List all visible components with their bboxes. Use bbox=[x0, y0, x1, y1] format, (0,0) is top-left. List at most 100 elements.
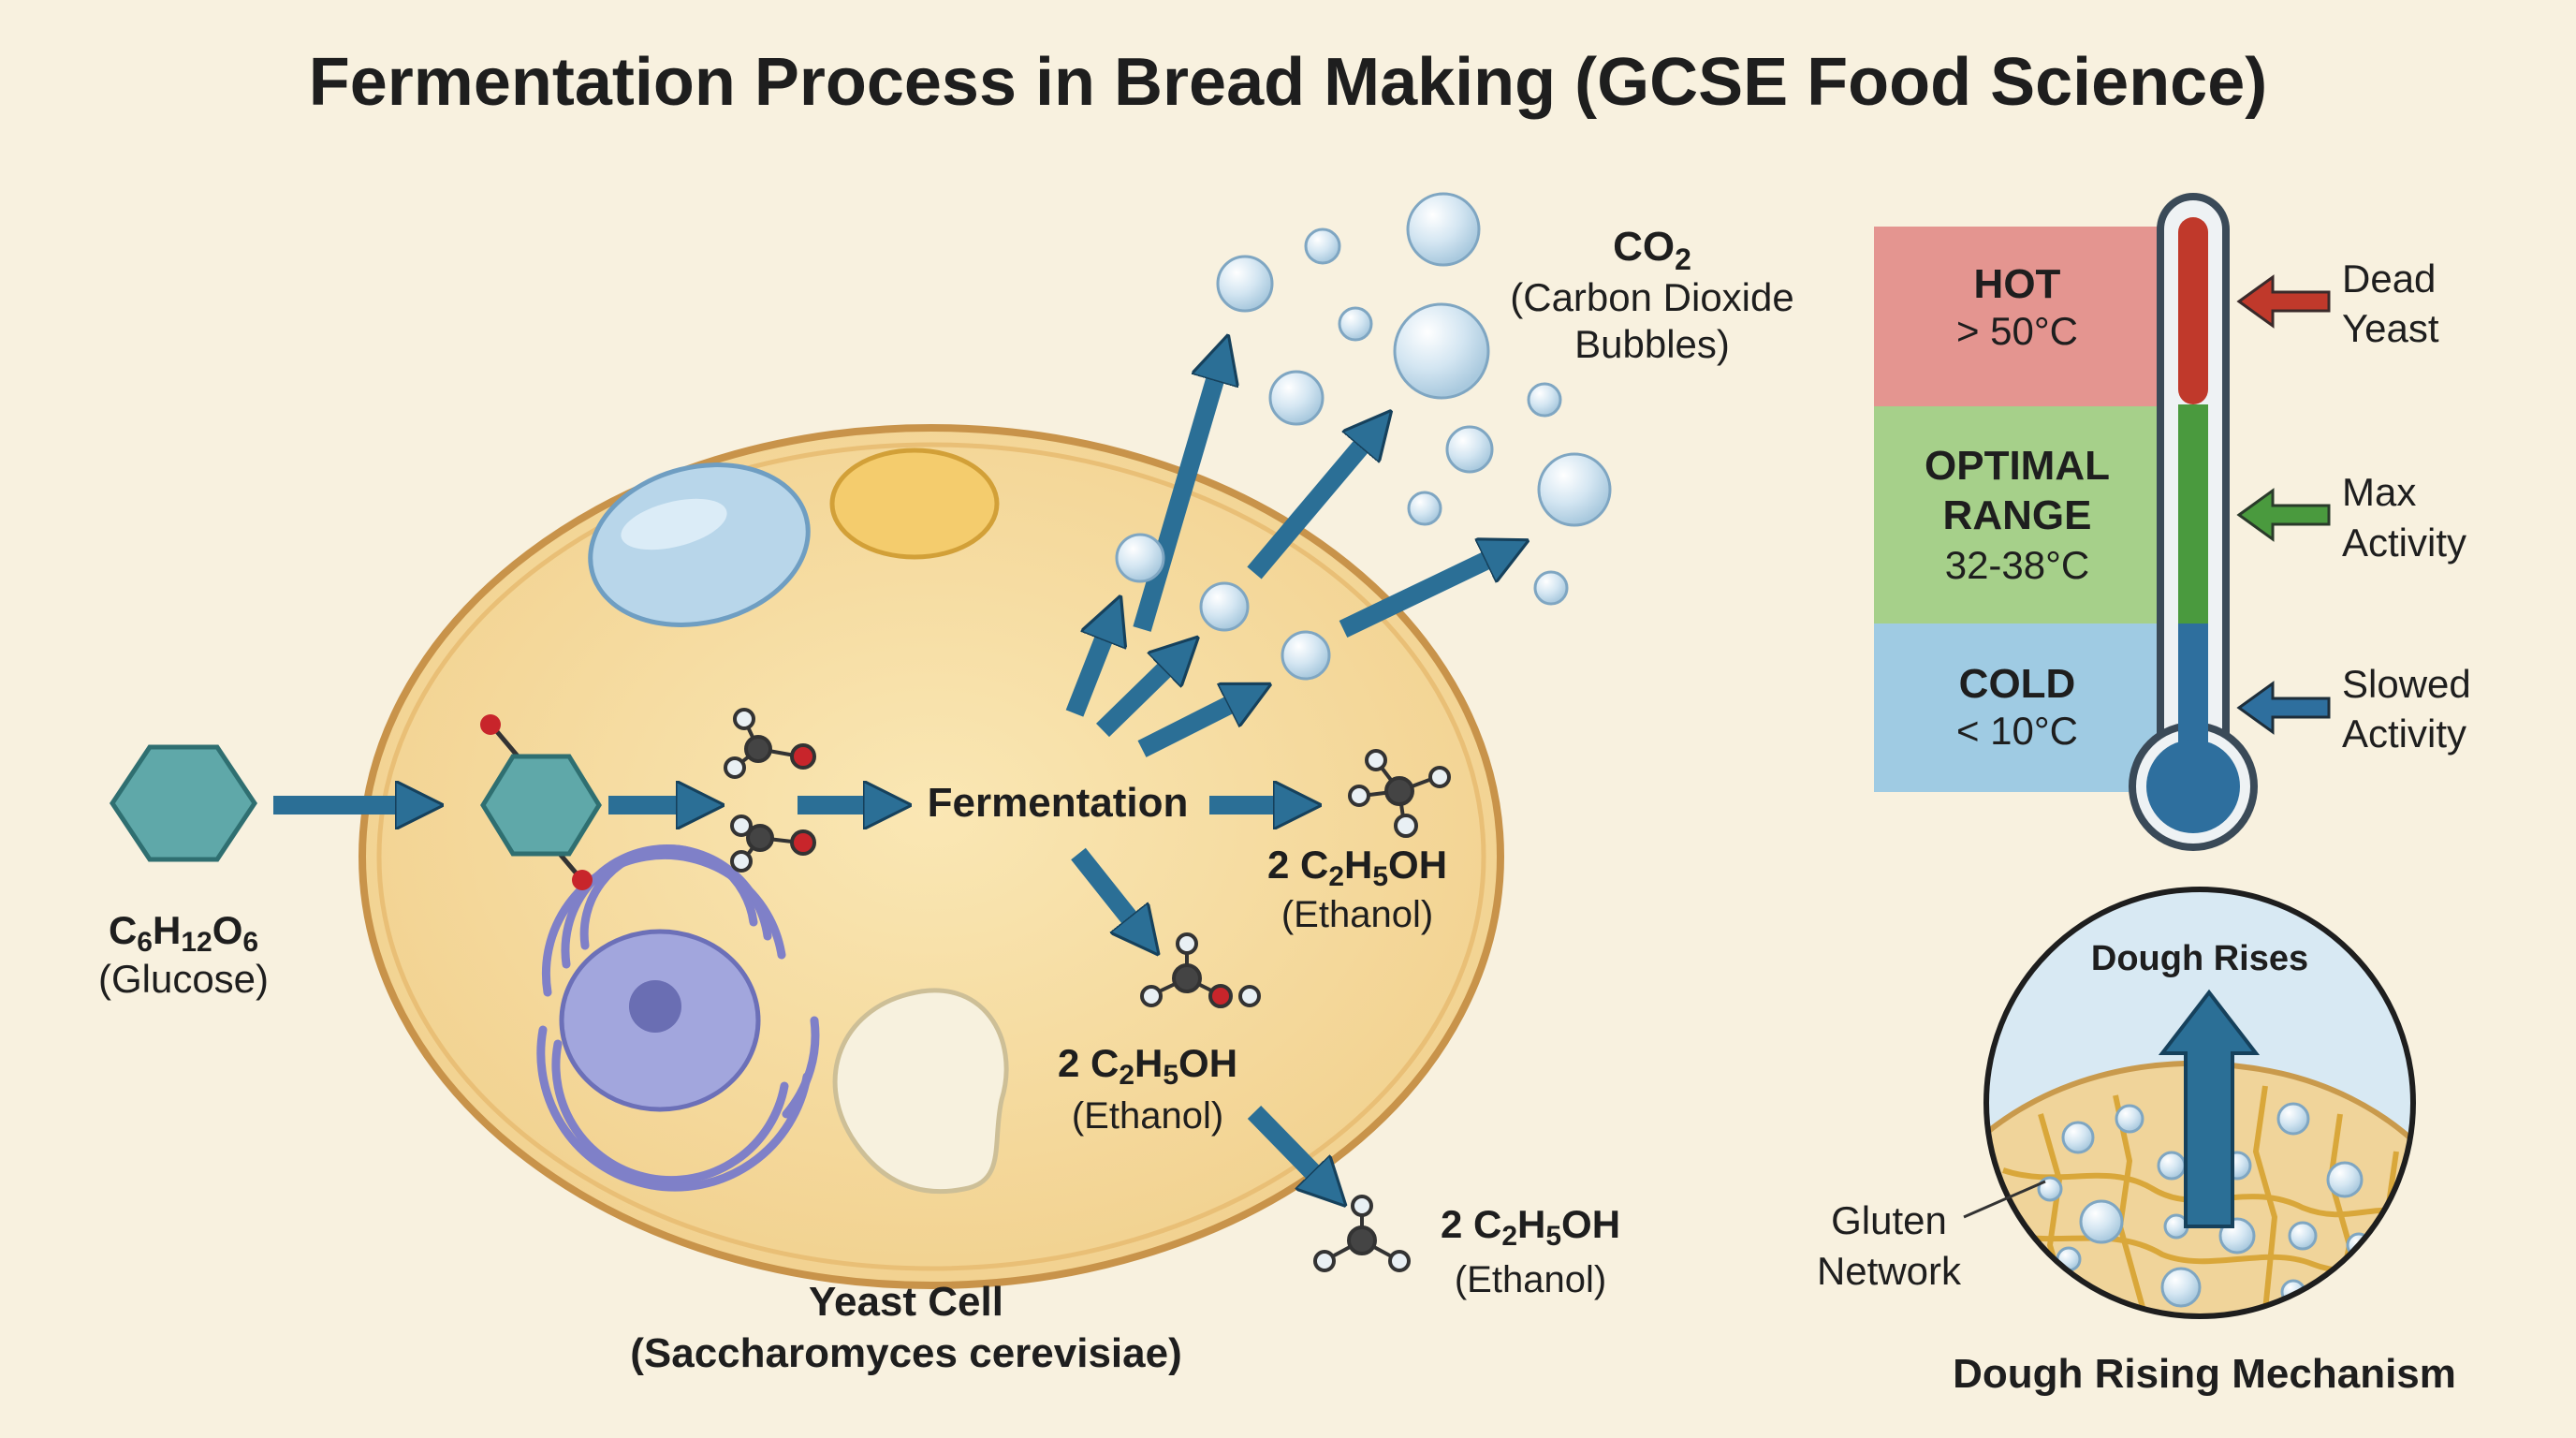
bubble bbox=[1407, 491, 1442, 526]
bubble bbox=[1216, 255, 1274, 313]
arrow-co2-5 bbox=[1247, 429, 1376, 580]
ethanol-3-part-c: OH bbox=[1561, 1202, 1620, 1246]
glucose-o: O bbox=[212, 908, 243, 952]
bubble bbox=[1393, 302, 1490, 400]
bubble bbox=[1527, 382, 1562, 418]
ethanol-1-part-a: 2 C bbox=[1267, 843, 1328, 887]
bubble bbox=[1281, 630, 1331, 681]
ethanol-2-part-c: OH bbox=[1178, 1041, 1237, 1085]
co2-main: CO bbox=[1613, 224, 1675, 270]
arrow-ethanol-down bbox=[1247, 1106, 1329, 1189]
hot-arrow-icon bbox=[2236, 274, 2331, 329]
optimal-effect-2: Activity bbox=[2342, 521, 2466, 565]
co2-formula: CO2 bbox=[1613, 224, 1691, 276]
optimal-arrow-icon bbox=[2236, 488, 2331, 542]
bubble bbox=[1533, 570, 1569, 606]
gluten-label-2: Network bbox=[1817, 1249, 1962, 1293]
gluten-pointer bbox=[1963, 1180, 2046, 1219]
nucleus bbox=[536, 844, 820, 1192]
zone-hot-temp: > 50°C bbox=[1956, 309, 2078, 353]
glucose-name: (Glucose) bbox=[98, 957, 269, 1001]
co2-sub: 2 bbox=[1675, 242, 1691, 276]
cold-arrow-icon bbox=[2236, 681, 2331, 735]
dough-caption: Dough Rising Mechanism bbox=[1953, 1351, 2456, 1397]
vacuole-blue bbox=[588, 462, 811, 627]
arrow-co2-2 bbox=[1096, 653, 1181, 738]
ethanol-3-part-a: 2 C bbox=[1441, 1202, 1501, 1246]
bubble bbox=[1199, 581, 1250, 632]
zone-cold-label: COLD bbox=[1959, 661, 2076, 707]
arrow-co2-6 bbox=[1339, 550, 1507, 638]
glucose-o-sub: 6 bbox=[242, 927, 258, 958]
ethanol-molecule-1 bbox=[1348, 749, 1451, 838]
ethanol-1-sub-b: 5 bbox=[1372, 861, 1388, 892]
temperature-chart: HOT > 50°C OPTIMAL RANGE 32-38°C COLD < … bbox=[1874, 193, 2471, 851]
ethanol-1-part-c: OH bbox=[1388, 843, 1447, 887]
pyruvate-molecule-top bbox=[724, 708, 816, 779]
hot-effect-2: Yeast bbox=[2342, 306, 2439, 350]
fermentation-label: Fermentation bbox=[928, 780, 1189, 826]
ethanol-formula-3: 2 C2H5OH bbox=[1441, 1202, 1620, 1252]
ethanol-2-sub-b: 5 bbox=[1163, 1060, 1178, 1091]
ethanol-3-part-b: H bbox=[1517, 1202, 1545, 1246]
co2-name-line2: Bubbles) bbox=[1574, 322, 1730, 366]
zone-cold-temp: < 10°C bbox=[1956, 709, 2078, 753]
ethanol-3-sub-a: 2 bbox=[1501, 1221, 1517, 1252]
ethanol-name-1: (Ethanol) bbox=[1281, 894, 1433, 935]
zone-hot-label: HOT bbox=[1974, 261, 2061, 307]
zone-optimal-label-2: RANGE bbox=[1943, 492, 2092, 538]
gluten-label-1: Gluten bbox=[1831, 1198, 1947, 1242]
ethanol-formula-1: 2 C2H5OH bbox=[1267, 843, 1447, 892]
pathway-arrows bbox=[273, 358, 1507, 1189]
dough-rising-panel: Dough Rises Gluten Network Dough Rising … bbox=[1817, 887, 2456, 1397]
bubble bbox=[1338, 306, 1373, 342]
bubble bbox=[1115, 533, 1165, 583]
ethanol-molecule-2 bbox=[1140, 932, 1261, 1008]
dough-rise-arrow-icon bbox=[2158, 989, 2261, 1228]
bubble bbox=[1537, 452, 1612, 527]
glucose-molecule bbox=[109, 744, 258, 862]
bubble bbox=[1406, 192, 1481, 267]
storage-vacuole bbox=[832, 988, 1009, 1195]
glucose-formula: C6H12O6 bbox=[109, 908, 258, 958]
zone-optimal-temp: 32-38°C bbox=[1945, 543, 2090, 587]
bubble bbox=[1268, 370, 1325, 426]
dough-bubbles bbox=[2037, 1102, 2372, 1308]
co2-bubbles bbox=[1115, 192, 1612, 681]
ethanol-3-sub-b: 5 bbox=[1545, 1221, 1561, 1252]
lipid-droplet bbox=[829, 448, 1000, 560]
yeast-cell-species: (Saccharomyces cerevisiae) bbox=[630, 1330, 1182, 1376]
hot-effect-1: Dead bbox=[2342, 257, 2436, 301]
yeast-cell-name: Yeast Cell bbox=[809, 1279, 1003, 1325]
zone-hot bbox=[1874, 227, 2202, 406]
optimal-effect-1: Max bbox=[2342, 470, 2416, 514]
co2-name-line1: (Carbon Dioxide bbox=[1510, 275, 1793, 319]
bubble bbox=[1304, 227, 1341, 265]
ethanol-1-part-b: H bbox=[1344, 843, 1372, 887]
ethanol-2-sub-a: 2 bbox=[1119, 1060, 1134, 1091]
bubble bbox=[1445, 425, 1494, 474]
ethanol-2-part-a: 2 C bbox=[1058, 1041, 1119, 1085]
intermediate-molecule bbox=[480, 714, 602, 890]
zone-optimal bbox=[1874, 406, 2202, 624]
cold-effect-1: Slowed bbox=[2342, 662, 2471, 706]
glucose-h-sub: 12 bbox=[181, 927, 212, 958]
arrow-co2-3 bbox=[1137, 695, 1250, 757]
arrow-co2-1 bbox=[1065, 618, 1112, 717]
zone-optimal-label-1: OPTIMAL bbox=[1925, 443, 2110, 489]
arrow-fermentation-down bbox=[1071, 847, 1144, 936]
ethanol-name-2: (Ethanol) bbox=[1072, 1095, 1223, 1137]
glucose-c-sub: 6 bbox=[137, 927, 153, 958]
dough-rises-label: Dough Rises bbox=[2091, 939, 2308, 978]
glucose-h: H bbox=[153, 908, 181, 952]
pyruvate-molecule-bottom bbox=[730, 814, 816, 873]
thermometer bbox=[2129, 193, 2258, 851]
arrow-co2-4 bbox=[1133, 358, 1222, 632]
ethanol-2-part-b: H bbox=[1134, 1041, 1163, 1085]
cold-effect-2: Activity bbox=[2342, 712, 2466, 756]
ethanol-molecule-3 bbox=[1313, 1195, 1411, 1272]
ethanol-formula-2: 2 C2H5OH bbox=[1058, 1041, 1237, 1091]
page-title: Fermentation Process in Bread Making (GC… bbox=[309, 45, 2267, 120]
